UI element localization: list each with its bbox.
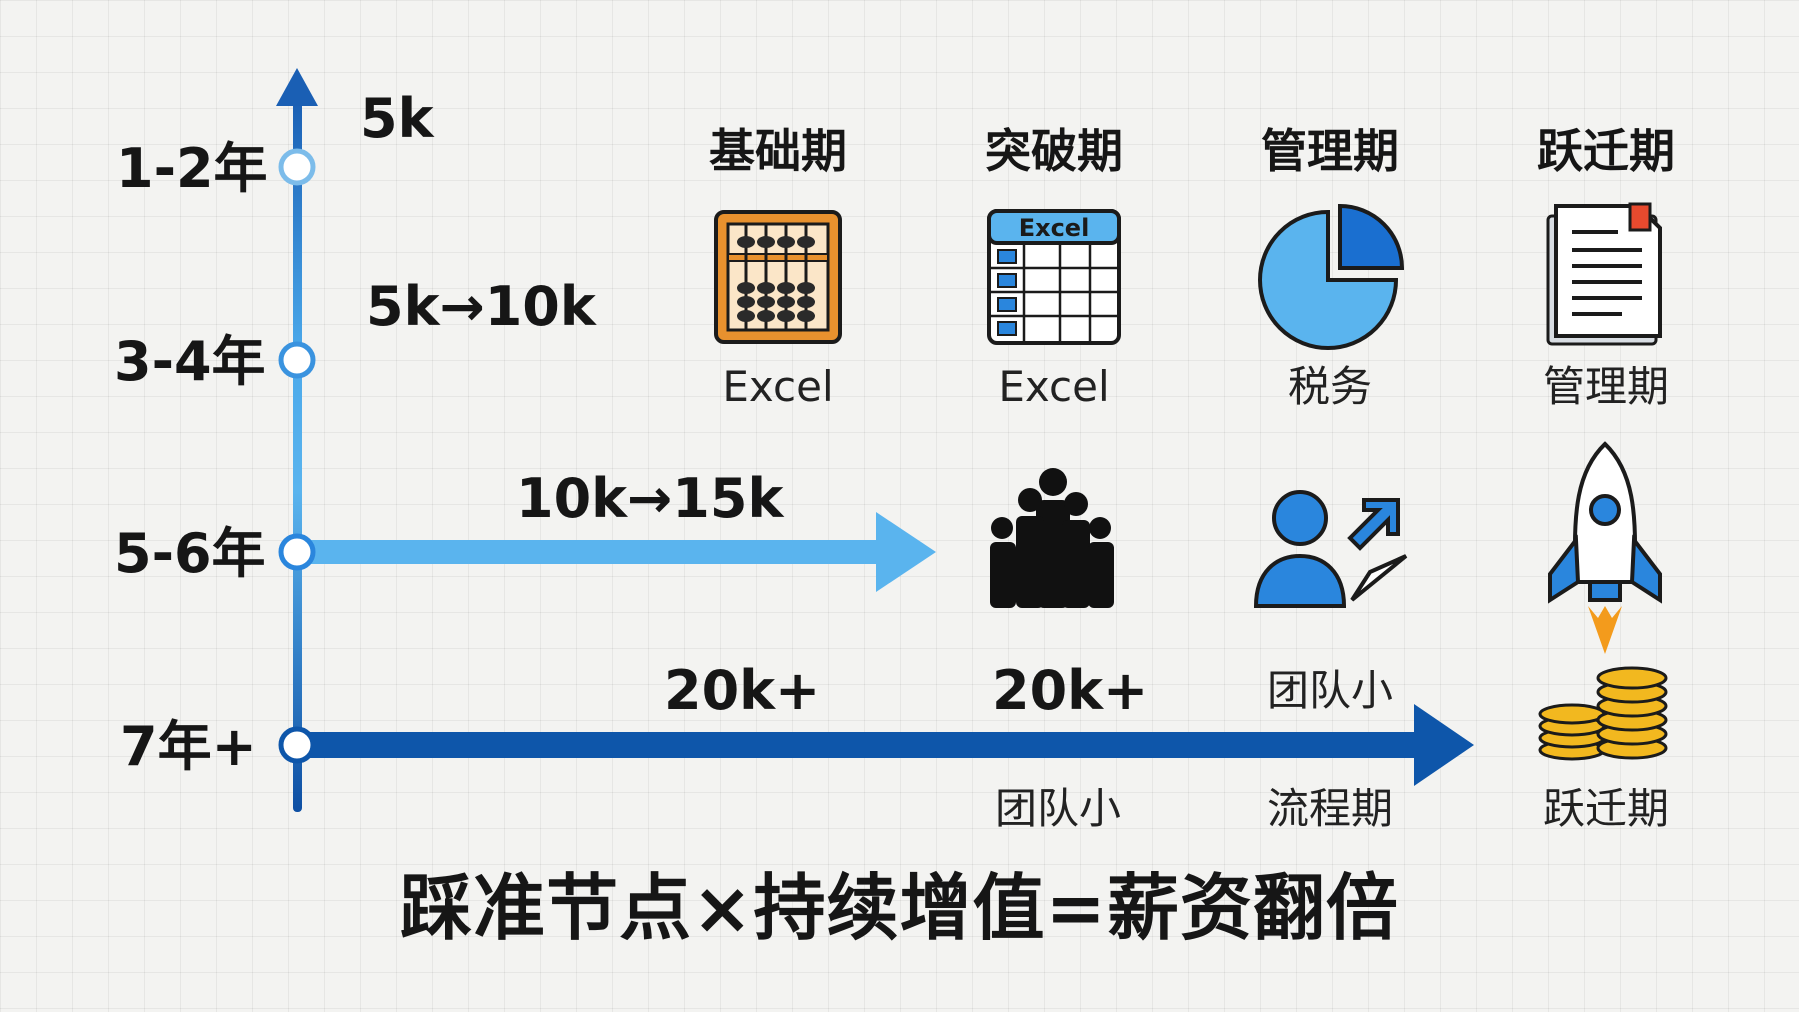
arrow-5-6-head [876,512,936,592]
arrow-5-6-shaft [298,540,882,564]
caption-management-bottom: 流程期 [1266,784,1393,833]
arrow-7-shaft [298,732,1422,758]
salary-7-b: 20k+ [992,659,1149,722]
spreadsheet-icon: Excel [987,209,1121,345]
team-icon [990,468,1114,608]
caption-breakthrough: Excel [998,362,1110,411]
caption-team-bottom: 团队小 [994,784,1121,833]
phase-breakthrough: 突破期 [985,124,1123,178]
pie-chart-icon [1258,204,1405,350]
phase-management: 管理期 [1261,124,1399,178]
year-label-1-2: 1-2年 [116,137,268,200]
salary-7-a: 20k+ [664,659,821,722]
vertical-axis-line [293,100,302,812]
caption-management-top: 团队小 [1266,666,1393,715]
salary-1-2: 5k [360,87,434,150]
person-growth-icon [1253,490,1408,608]
rocket-icon [1548,441,1662,654]
year-label-7: 7年+ [120,715,257,778]
salary-3-4: 5k→10k [366,275,596,338]
caption-leap: 管理期 [1542,362,1669,411]
year-label-5-6: 5-6年 [114,522,266,585]
spreadsheet-header-text: Excel [1019,214,1090,242]
node-7 [278,726,316,764]
slogan: 踩准节点×持续增值=薪资翻倍 [400,866,1399,950]
coins-icon [1538,666,1668,761]
arrow-7-head [1414,704,1474,786]
vertical-axis-arrowhead [276,68,318,106]
salary-5-6: 10k→15k [516,467,784,530]
caption-foundation: Excel [722,362,834,411]
phase-leap: 跃迁期 [1537,124,1675,178]
caption-management: 税务 [1287,362,1372,411]
caption-leap-bottom: 跃迁期 [1542,784,1669,833]
year-label-3-4: 3-4年 [114,330,266,393]
abacus-icon [714,210,842,344]
node-3-4 [278,341,316,379]
node-5-6 [278,533,316,571]
node-1-2 [278,148,316,186]
phase-foundation: 基础期 [709,124,847,178]
document-icon [1546,202,1662,346]
